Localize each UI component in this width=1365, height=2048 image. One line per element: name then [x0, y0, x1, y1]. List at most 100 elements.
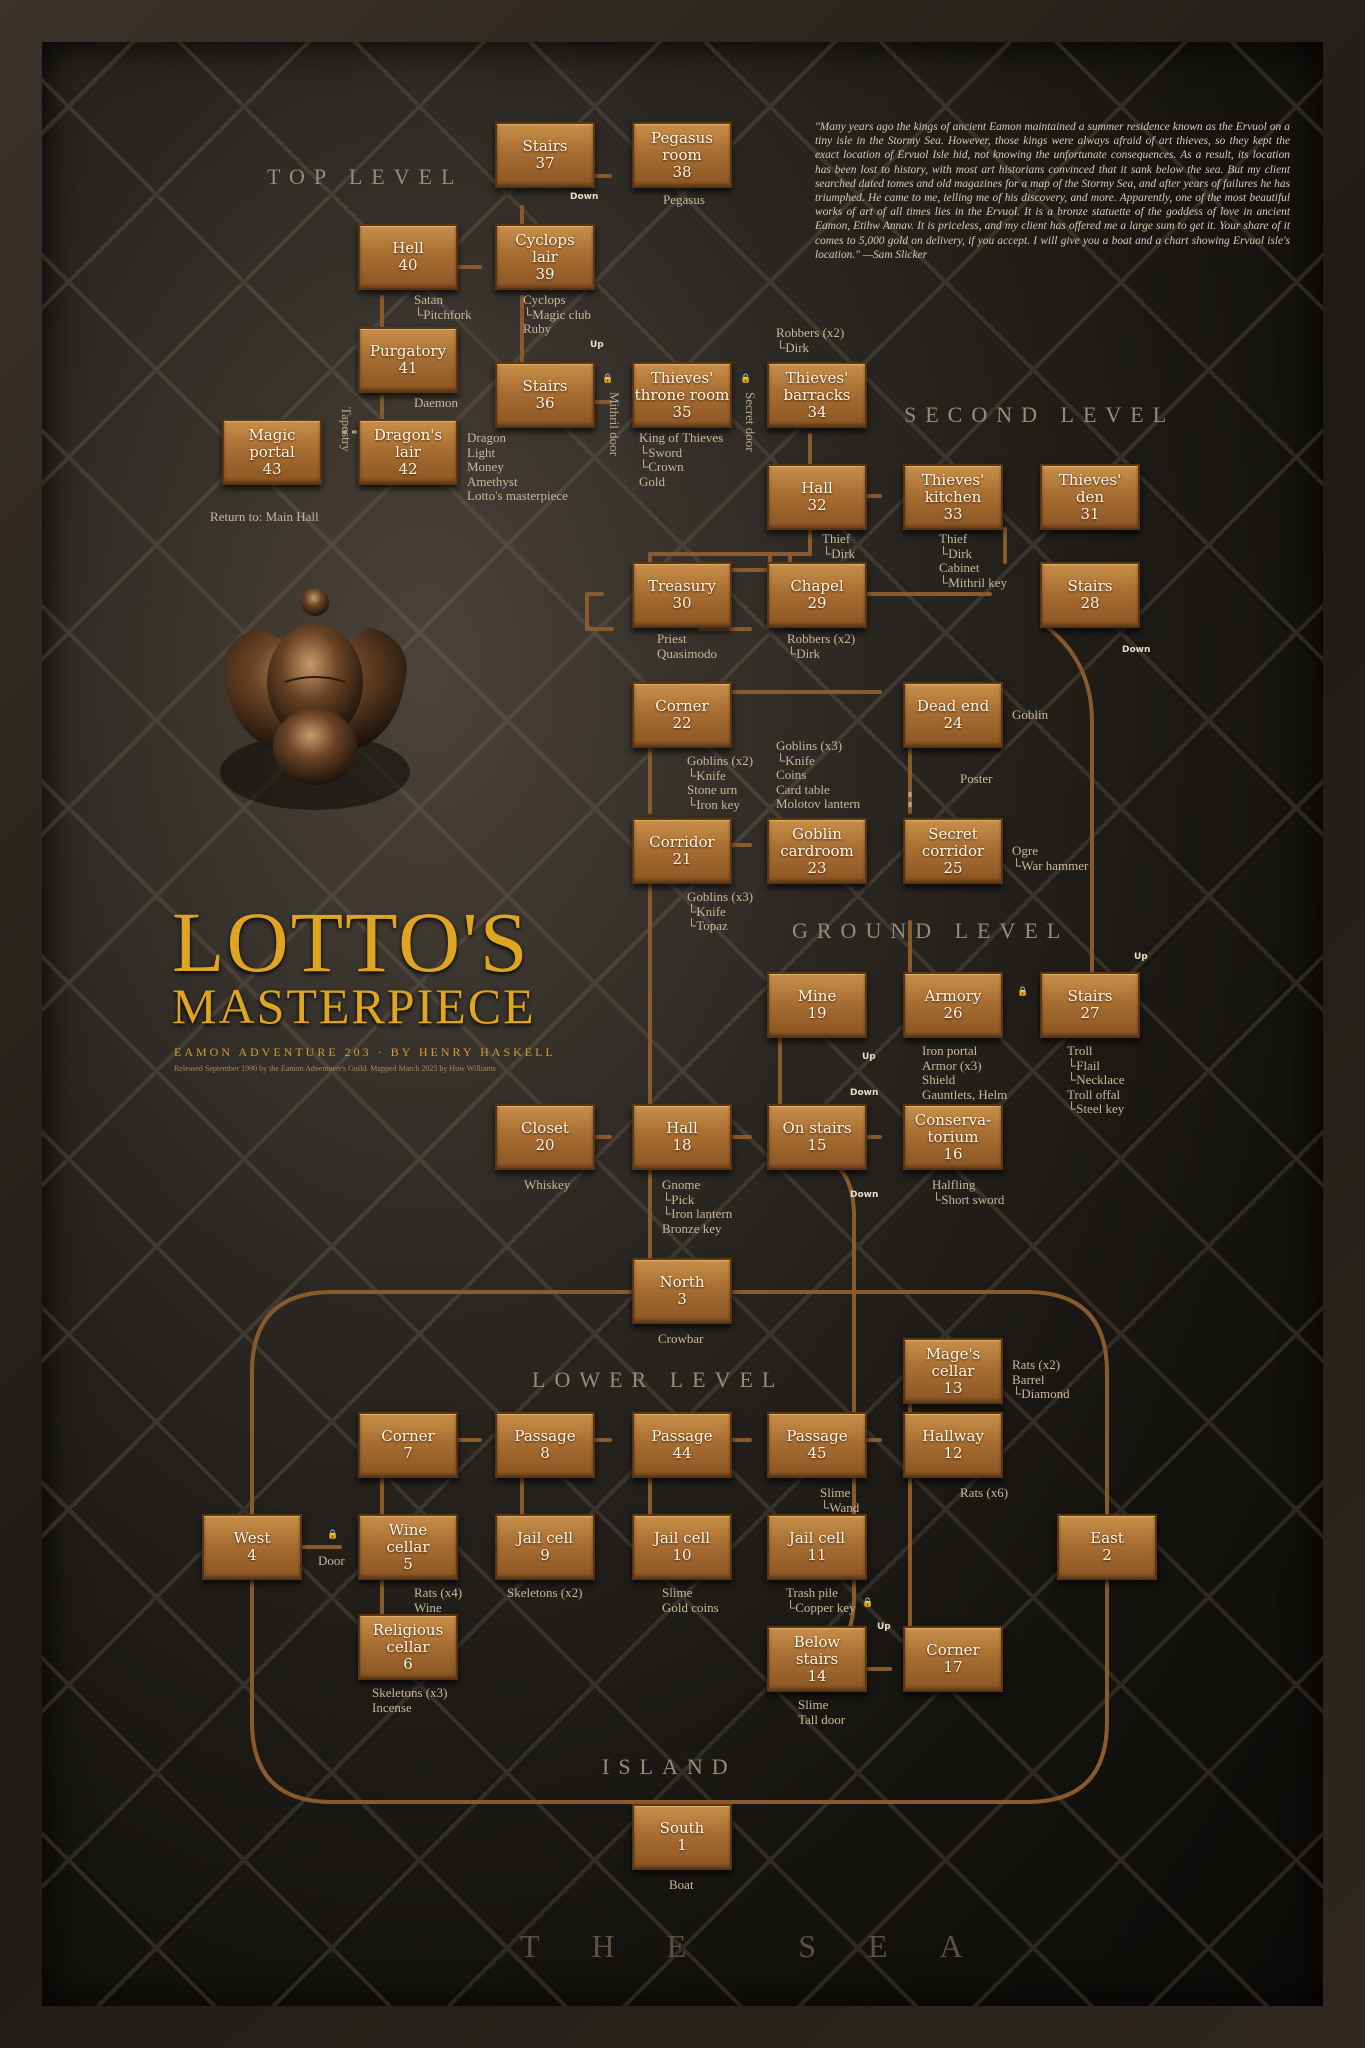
- room-connections: [250, 174, 1109, 1804]
- room-number: 7: [403, 1444, 413, 1462]
- note-line: Quasimodo: [657, 645, 717, 661]
- room-number: 6: [403, 1654, 413, 1673]
- room-name: Mine: [797, 987, 837, 1005]
- room-name: Pegasus room: [651, 128, 713, 164]
- room-number: 19: [807, 1004, 827, 1022]
- room-name: Hall: [801, 479, 833, 497]
- room-name: Hallway: [922, 1427, 984, 1445]
- note-line: └Crown: [639, 459, 684, 474]
- room-number: 1: [677, 1836, 687, 1854]
- level-lower: LOWER LEVEL: [532, 1367, 785, 1392]
- lock-icon: 🔒: [327, 1530, 339, 1540]
- note-line: Molotov lantern: [776, 796, 861, 811]
- mithril-door-label: Mithril door: [607, 392, 622, 456]
- room-number: 20: [535, 1136, 555, 1154]
- note-line: Gold: [639, 473, 665, 489]
- note-line: Thief: [822, 531, 851, 546]
- room-number: 44: [672, 1444, 692, 1462]
- path-label-down: Down: [850, 1190, 879, 1200]
- room-name: Stairs: [1067, 987, 1113, 1005]
- note-line: Ruby: [523, 321, 552, 336]
- room-number: 2: [1102, 1546, 1112, 1564]
- room-name: Closet: [521, 1119, 569, 1137]
- path-label-up: Up: [590, 340, 604, 350]
- note-line: Coins: [776, 767, 807, 782]
- note-line: └Dirk: [776, 339, 810, 355]
- note-room-3: Crowbar: [658, 1331, 704, 1347]
- level-sea: THE SEA: [520, 1928, 1015, 1964]
- path-label-down: Down: [850, 1088, 879, 1098]
- room-number: 8: [540, 1444, 550, 1462]
- note-room-43: Return to: Main Hall: [210, 509, 319, 525]
- room-number: 4: [247, 1546, 257, 1564]
- note-line: └Knife: [687, 767, 726, 783]
- room-number: 33: [943, 504, 963, 523]
- note-line: Goblins (x2): [687, 753, 754, 768]
- room-number: 11: [807, 1546, 827, 1564]
- room-name: On stairs: [782, 1119, 852, 1137]
- room-number: 23: [807, 858, 827, 877]
- room-number: 39: [535, 264, 555, 283]
- note-line: Ogre: [1012, 843, 1038, 858]
- note-line: Cabinet: [939, 560, 980, 575]
- lock-icon: 🔒: [740, 374, 752, 384]
- note-line: Gold coins: [662, 1599, 719, 1615]
- room-number: 17: [943, 1658, 963, 1676]
- room-number: 3: [677, 1290, 687, 1308]
- note-line: Robbers (x2): [787, 631, 856, 646]
- note-line: └Mithril key: [939, 574, 1008, 590]
- note-room-21: Goblins (x3)└Knife└Topaz: [687, 889, 753, 934]
- note-line: Priest: [657, 631, 687, 646]
- room-name: Below stairs: [793, 1632, 841, 1668]
- note-line: Skeletons (x3): [372, 1685, 448, 1700]
- room-number: 40: [398, 256, 418, 274]
